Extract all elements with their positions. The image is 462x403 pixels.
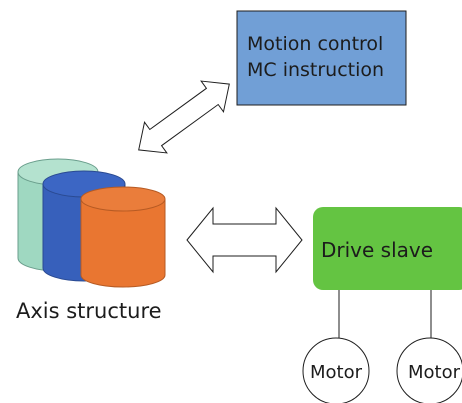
motion-control-line1: Motion control — [247, 33, 383, 55]
drive-slave-box — [313, 207, 462, 290]
motor-2-label: Motor — [408, 362, 461, 383]
motion-control-line2: MC instruction — [247, 59, 384, 81]
motor-1-label: Motor — [310, 362, 363, 383]
cylinder-front — [80, 186, 166, 288]
axis-structure-cylinders — [17, 158, 166, 288]
motor-2-node: Motor — [396, 337, 462, 403]
motion-control-node: Motion control MC instruction — [236, 10, 407, 106]
motor-1-node: Motor — [302, 337, 370, 403]
axis-structure-label: Axis structure — [16, 299, 162, 323]
motion-control-box — [236, 10, 407, 106]
diagonal-double-arrow — [138, 80, 230, 154]
horizontal-double-arrow — [186, 206, 303, 274]
drive-slave-node: Drive slave — [313, 207, 462, 290]
drive-slave-label: Drive slave — [321, 238, 433, 262]
